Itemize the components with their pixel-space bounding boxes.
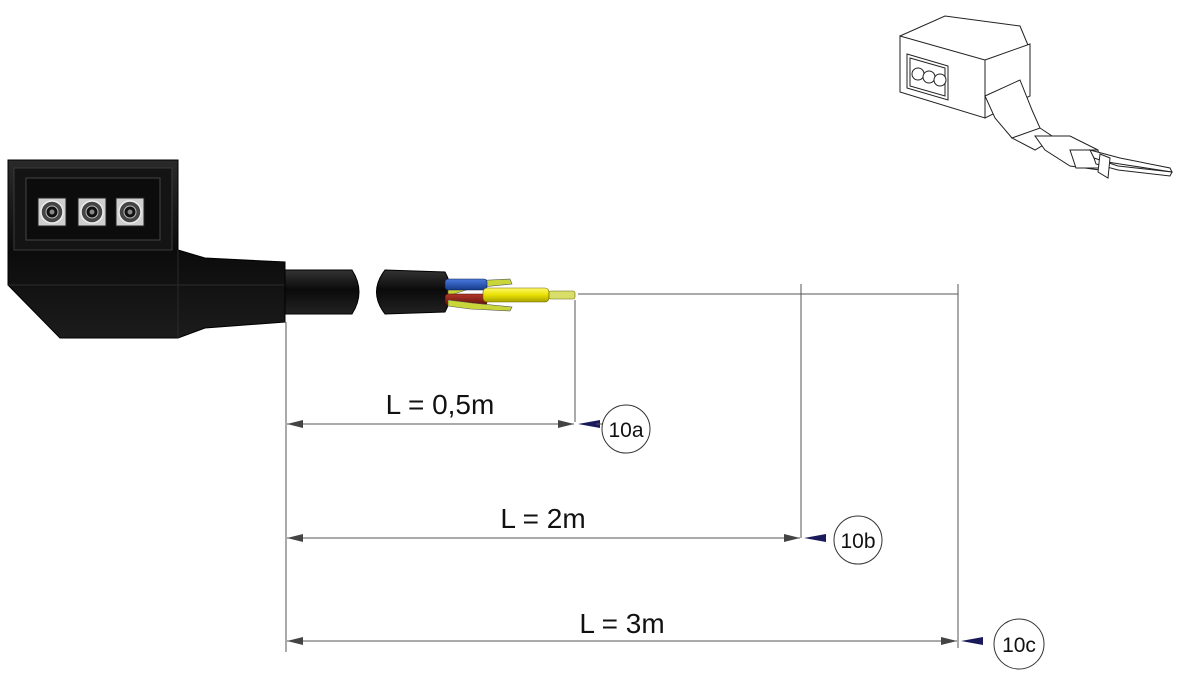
dimension-label: L = 3m — [579, 608, 664, 639]
dimension-3m: L = 3m 10c — [287, 608, 1045, 670]
callout-label: 10c — [1002, 634, 1036, 657]
dimension-0-5m: L = 0,5m 10a — [287, 389, 651, 454]
cable-stub — [284, 269, 360, 315]
extension-lines — [285, 284, 959, 652]
dimension-2m: L = 2m 10b — [287, 503, 883, 565]
wire-bundle — [444, 278, 576, 312]
callout-label: 10a — [608, 419, 643, 442]
socket-1-icon — [37, 197, 67, 227]
callout-balloon: 10a — [601, 404, 651, 454]
dimension-label: L = 0,5m — [386, 389, 495, 420]
connector-housing — [7, 159, 286, 339]
callout-balloon: 10b — [833, 515, 883, 565]
socket-2-icon — [77, 197, 107, 227]
callout-balloon: 10c — [993, 618, 1045, 670]
cable-end — [376, 269, 451, 315]
isometric-view-icon — [899, 15, 1173, 179]
dimension-label: L = 2m — [500, 503, 585, 534]
callout-label: 10b — [840, 530, 875, 553]
socket-3-icon — [115, 197, 145, 227]
